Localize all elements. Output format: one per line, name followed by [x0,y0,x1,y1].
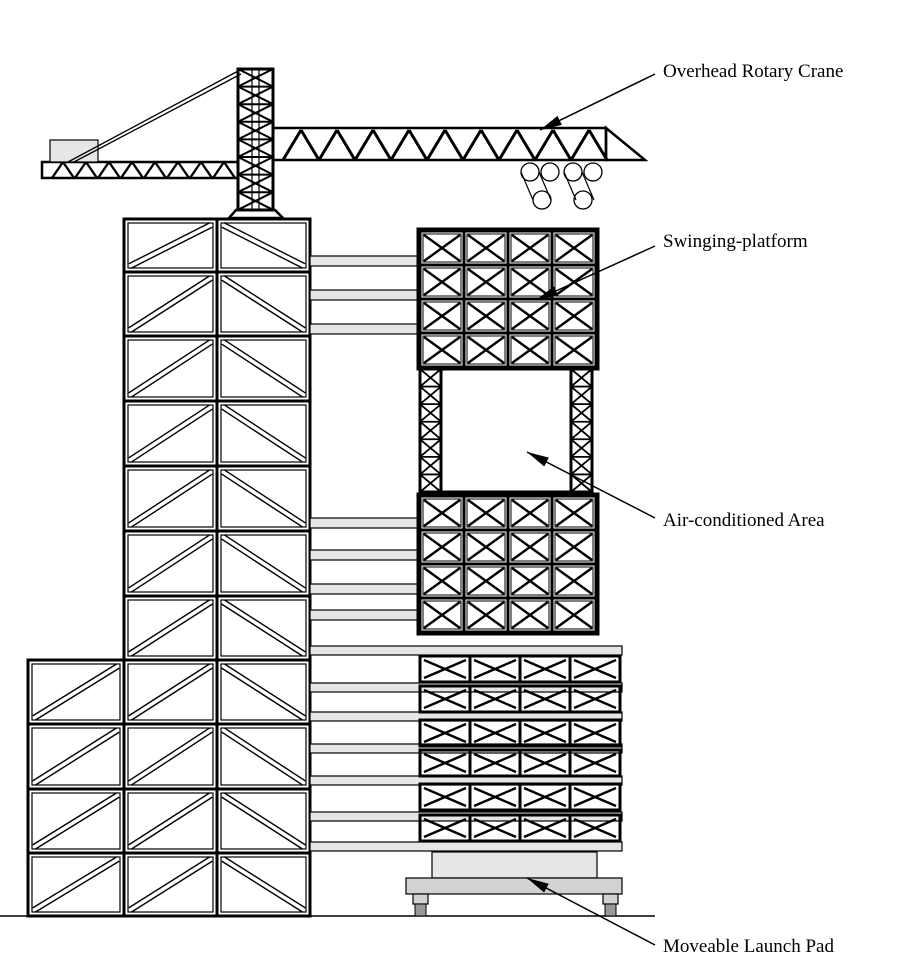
moveable-launch-pad [405,851,623,917]
callout-leaders [526,73,656,946]
label-overhead-rotary-crane: Overhead Rotary Crane [663,61,844,82]
lower-wing [26,658,126,918]
overhead-rotary-crane [40,67,649,220]
label-moveable-launch-pad: Moveable Launch Pad [663,936,834,957]
main-tower [122,217,312,918]
label-air-conditioned-area: Air-conditioned Area [663,510,825,531]
air-conditioned-area [418,367,594,494]
platform-stack-bottom [418,654,622,843]
label-swinging-platform: Swinging-platform [663,231,808,252]
swinging-platform-upper [416,227,600,371]
swinging-platform-lower [416,492,600,636]
connector-beams [309,255,623,852]
